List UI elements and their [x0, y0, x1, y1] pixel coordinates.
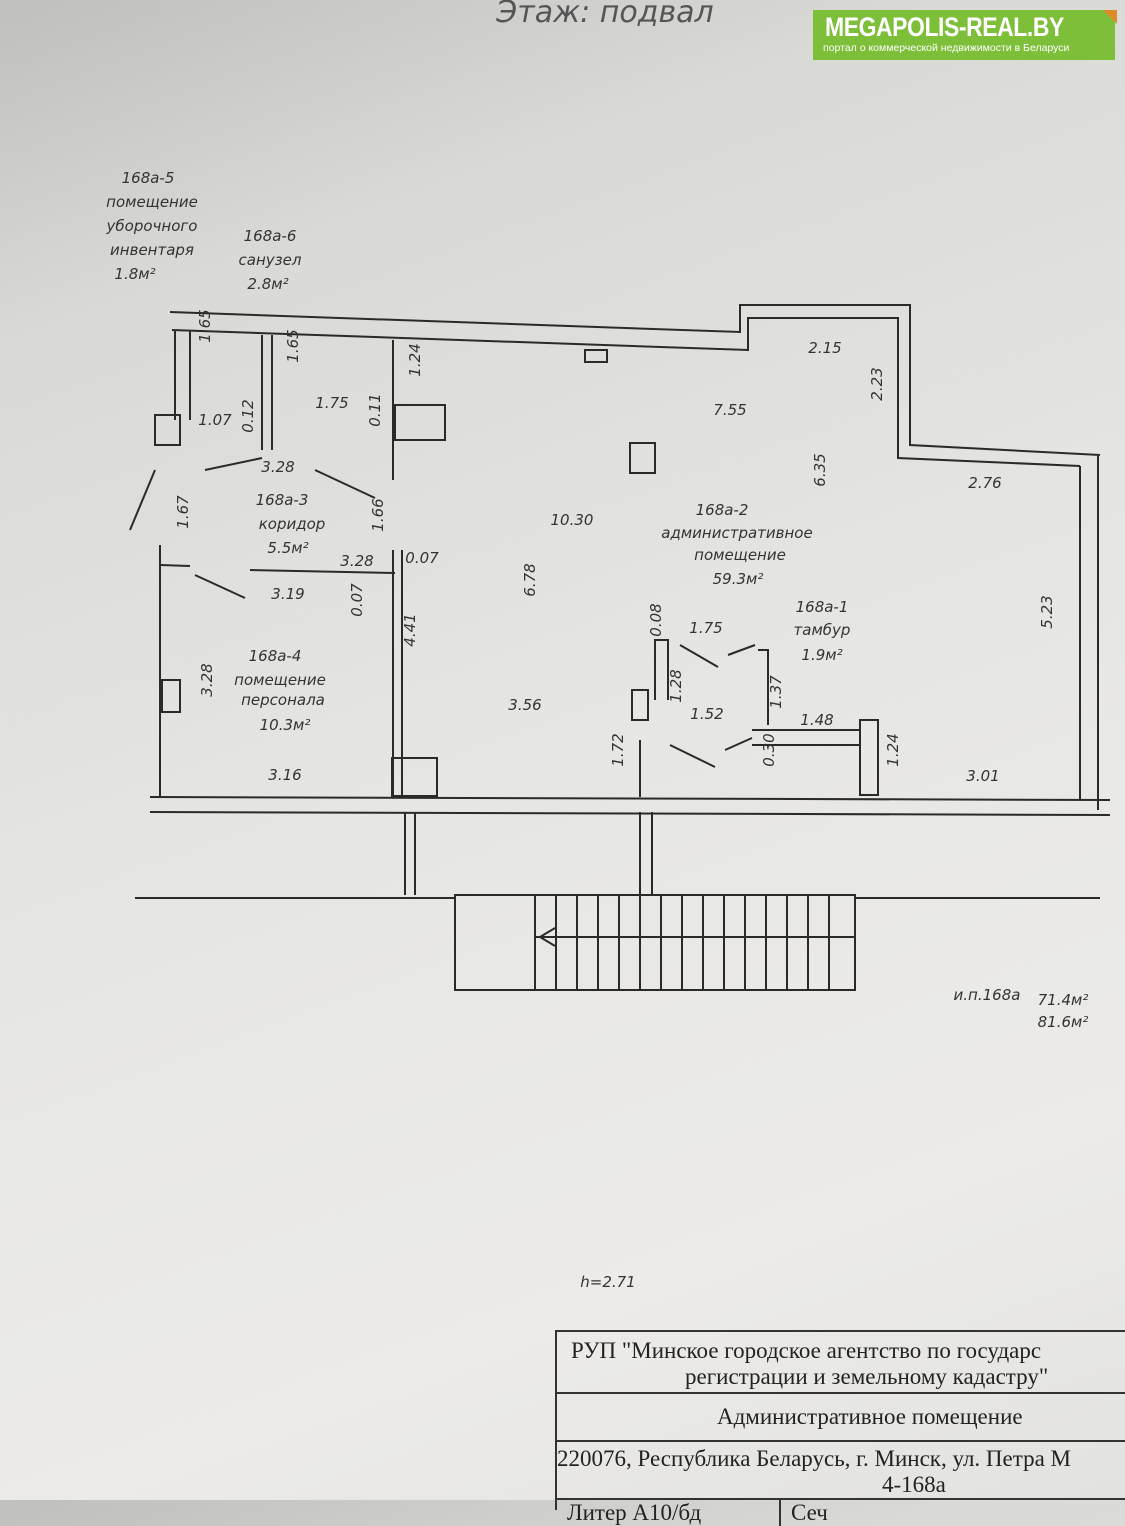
- dimension: 7.55: [713, 401, 746, 419]
- svg-text:168а-5: 168а-5: [122, 169, 175, 187]
- svg-text:инвентаря: инвентаря: [110, 241, 194, 259]
- walls: [129, 304, 1111, 895]
- dimension: 0.12: [239, 399, 257, 432]
- dimension: 2.23: [868, 367, 886, 400]
- dimension: 1.07: [198, 411, 232, 429]
- dimension: 5.23: [1038, 595, 1056, 628]
- dimension: 3.16: [268, 766, 301, 784]
- logo-tagline: портал о коммерческой недвижимости в Бел…: [823, 42, 1070, 54]
- dimension: 3.56: [508, 696, 541, 714]
- room-168a-4: 168а-4 помещение персонала 10.3м²: [234, 647, 326, 734]
- svg-text:уборочного: уборочного: [106, 217, 198, 235]
- svg-text:2.8м²: 2.8м²: [247, 275, 288, 293]
- dimension: 3.01: [966, 767, 999, 785]
- dimension: 2.15: [808, 339, 841, 357]
- megapolis-logo[interactable]: MEGAPOLIS-REAL.BY портал о коммерческой …: [813, 10, 1117, 60]
- ceiling-height: h=2.71: [580, 1273, 635, 1291]
- room-168a-3: 168а-3 коридор 5.5м²: [256, 491, 326, 557]
- org-line-1: РУП "Минское городское агентство по госу…: [571, 1338, 1042, 1363]
- dimension: 6.78: [521, 563, 539, 596]
- dimension: 1.24: [406, 343, 424, 376]
- logo-corner-fold: [1103, 10, 1117, 24]
- dimension: 1.66: [369, 498, 387, 531]
- dimension: 1.67: [174, 495, 192, 529]
- staircase: [135, 894, 1100, 991]
- dimension: 3.28: [261, 458, 294, 476]
- room-168a-1: 168а-1 тамбур 1.9м²: [794, 598, 851, 664]
- svg-text:коридор: коридор: [259, 515, 326, 533]
- dimension: 3.19: [271, 585, 304, 603]
- title-block: РУП "Минское городское агентство по госу…: [555, 1330, 1125, 1526]
- dimension: 3.28: [198, 663, 216, 696]
- dimension: 4.41: [401, 613, 419, 646]
- dimension: 3.28: [340, 552, 373, 570]
- org-line-2: регистрации и земельному кадастру": [685, 1364, 1049, 1389]
- svg-text:административное: административное: [661, 524, 812, 542]
- dimension: 0.07: [348, 583, 366, 617]
- svg-text:1.8м²: 1.8м²: [114, 265, 155, 283]
- svg-text:81.6м²: 81.6м²: [1038, 1013, 1089, 1031]
- dimension: 6.35: [811, 453, 829, 486]
- svg-text:и.п.168а: и.п.168а: [954, 986, 1021, 1004]
- dimension: 1.65: [196, 309, 214, 342]
- logo-name: MEGAPOLIS-REAL.BY: [825, 12, 1064, 42]
- dimension-labels: 1.65 1.07 0.12 1.65 1.75 0.11 1.24 3.28 …: [174, 309, 1056, 785]
- svg-text:168а-2: 168а-2: [696, 501, 749, 519]
- svg-text:168а-1: 168а-1: [796, 598, 849, 616]
- dimension: 1.52: [690, 705, 723, 723]
- section: Сеч: [779, 1500, 828, 1526]
- dimension: 1.37: [767, 675, 785, 709]
- dimension: 0.11: [366, 393, 384, 426]
- object-name: Административное помещение: [557, 1392, 1125, 1444]
- room-168a-2: 168а-2 административное помещение 59.3м²: [661, 501, 812, 588]
- svg-text:помещение: помещение: [234, 671, 326, 689]
- unit-number: 4-168а: [882, 1472, 946, 1497]
- svg-text:168а-3: 168а-3: [256, 491, 309, 509]
- floor-title: Этаж: подвал: [495, 0, 713, 30]
- svg-text:помещение: помещение: [694, 546, 786, 564]
- liter: Литер А10/бд: [567, 1500, 702, 1525]
- svg-text:персонала: персонала: [241, 691, 325, 709]
- dimension: 0.30: [760, 733, 778, 766]
- svg-text:помещение: помещение: [106, 193, 198, 211]
- room-168a-5: 168а-5 помещение уборочного инвентаря 1.…: [106, 169, 198, 283]
- room-168a-6: 168а-6 санузел 2.8м²: [239, 227, 302, 293]
- dimension: 1.28: [667, 669, 685, 702]
- svg-text:168а-6: 168а-6: [244, 227, 297, 245]
- svg-text:1.9м²: 1.9м²: [801, 646, 842, 664]
- dimension: 1.75: [315, 394, 348, 412]
- dimension: 10.30: [551, 511, 594, 529]
- dimension: 1.72: [609, 733, 627, 766]
- svg-text:тамбур: тамбур: [794, 621, 851, 639]
- svg-text:168а-4: 168а-4: [249, 647, 302, 665]
- dimension: 0.07: [405, 549, 439, 567]
- svg-text:71.4м²: 71.4м²: [1038, 991, 1089, 1009]
- dimension: 0.08: [647, 603, 665, 636]
- dimension: 2.76: [968, 474, 1001, 492]
- address: 220076, Республика Беларусь, г. Минск, у…: [557, 1446, 1071, 1471]
- svg-text:10.3м²: 10.3м²: [260, 716, 311, 734]
- dimension: 1.24: [884, 733, 902, 766]
- area-summary: и.п.168а 71.4м² 81.6м²: [954, 986, 1089, 1031]
- svg-text:59.3м²: 59.3м²: [713, 570, 764, 588]
- svg-text:санузел: санузел: [239, 251, 302, 269]
- dimension: 1.48: [800, 711, 833, 729]
- stair-arrow-icon: [538, 927, 556, 947]
- dimension: 1.65: [284, 329, 302, 362]
- dimension: 1.75: [689, 619, 722, 637]
- svg-text:5.5м²: 5.5м²: [267, 539, 308, 557]
